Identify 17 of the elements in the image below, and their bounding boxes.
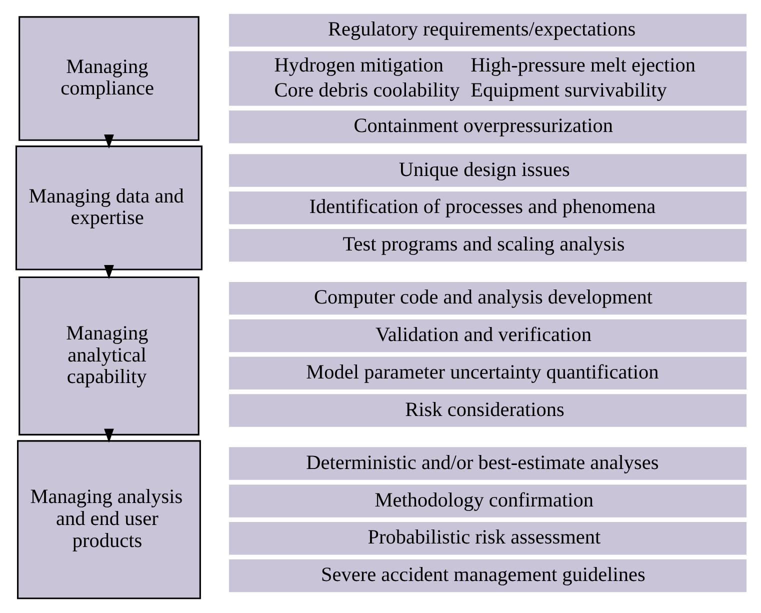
node-box: Test programs and scaling analysis <box>228 228 746 262</box>
arrow <box>104 428 114 443</box>
node-box: Managing analysis and end user products <box>16 440 200 600</box>
node-box: Methodology confirmation <box>228 484 746 518</box>
arrow <box>104 134 114 149</box>
arrow <box>104 265 114 280</box>
node-box: Severe accident management guidelines <box>228 559 746 592</box>
node-box: Risk considerations <box>228 394 746 427</box>
node-box: Probabilistic risk assessment <box>228 522 746 555</box>
node-box: Validation and verification <box>228 319 746 352</box>
node-box: Regulatory requirements/expectations <box>228 14 746 47</box>
node-box: Model parameter uncertainty quantification <box>228 356 746 390</box>
node-box: Deterministic and/or best-estimate analyses <box>228 447 746 480</box>
node-box: Computer code and analysis development <box>228 282 746 315</box>
node-box: Unique design issues <box>228 154 746 187</box>
node-box: Identification of processes and phenomena <box>228 192 746 224</box>
node-box: Containment overpressurization <box>228 110 746 144</box>
